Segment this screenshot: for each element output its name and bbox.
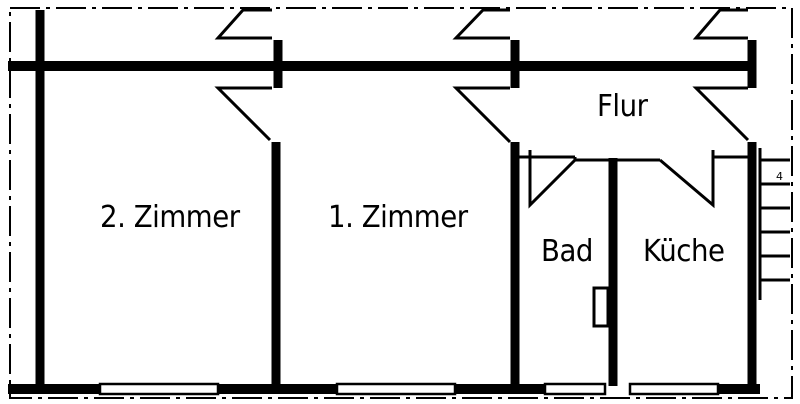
room-label-zimmer1: 1. Zimmer xyxy=(328,200,468,235)
stair-marker: 4 xyxy=(776,170,783,183)
stairs xyxy=(758,148,790,300)
door-swing-top-1 xyxy=(214,8,272,40)
door-swing-top-3 xyxy=(692,8,748,40)
outline-dash-dot xyxy=(9,7,793,399)
window-zimmer2 xyxy=(98,382,220,396)
door-swing-bad xyxy=(528,150,577,209)
window-zimmer1 xyxy=(335,382,457,396)
window-kueche xyxy=(628,382,720,396)
door-swing-kueche xyxy=(659,150,715,209)
bad-fixture xyxy=(592,286,610,328)
room-label-kueche: Küche xyxy=(643,234,725,269)
window-bad xyxy=(543,382,607,396)
room-label-bad: Bad xyxy=(541,234,593,269)
room-label-flur: Flur xyxy=(597,89,648,124)
door-swing-zimmer1 xyxy=(452,86,512,144)
room-label-zimmer2: 2. Zimmer xyxy=(100,200,240,235)
door-swing-top-2 xyxy=(452,8,510,40)
door-swing-kueche-flur xyxy=(692,86,750,142)
door-swing-zimmer2 xyxy=(214,86,272,142)
